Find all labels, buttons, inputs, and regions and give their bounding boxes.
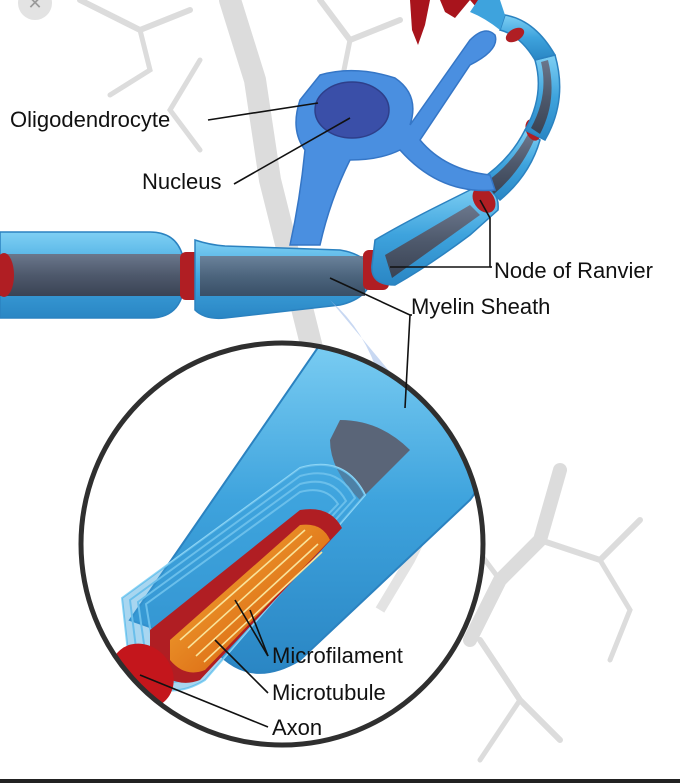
label-microtubule: Microtubule xyxy=(272,680,386,705)
label-axon: Axon xyxy=(272,715,323,740)
axon-main xyxy=(0,0,561,320)
background-neuron xyxy=(77,0,643,763)
label-node-of-ranvier: Node of Ranvier xyxy=(494,258,653,283)
bottom-border xyxy=(0,779,680,783)
magnified-view xyxy=(78,340,486,748)
label-myelin-sheath: Myelin Sheath xyxy=(411,294,551,319)
label-oligodendrocyte: Oligodendrocyte xyxy=(10,107,171,132)
leader-lines xyxy=(139,102,492,728)
oligodendrocyte-cell xyxy=(289,30,497,246)
close-button[interactable]: ✕ xyxy=(18,0,52,20)
close-icon: ✕ xyxy=(27,0,43,14)
label-nucleus: Nucleus xyxy=(142,169,222,194)
label-microfilament: Microfilament xyxy=(272,643,403,668)
